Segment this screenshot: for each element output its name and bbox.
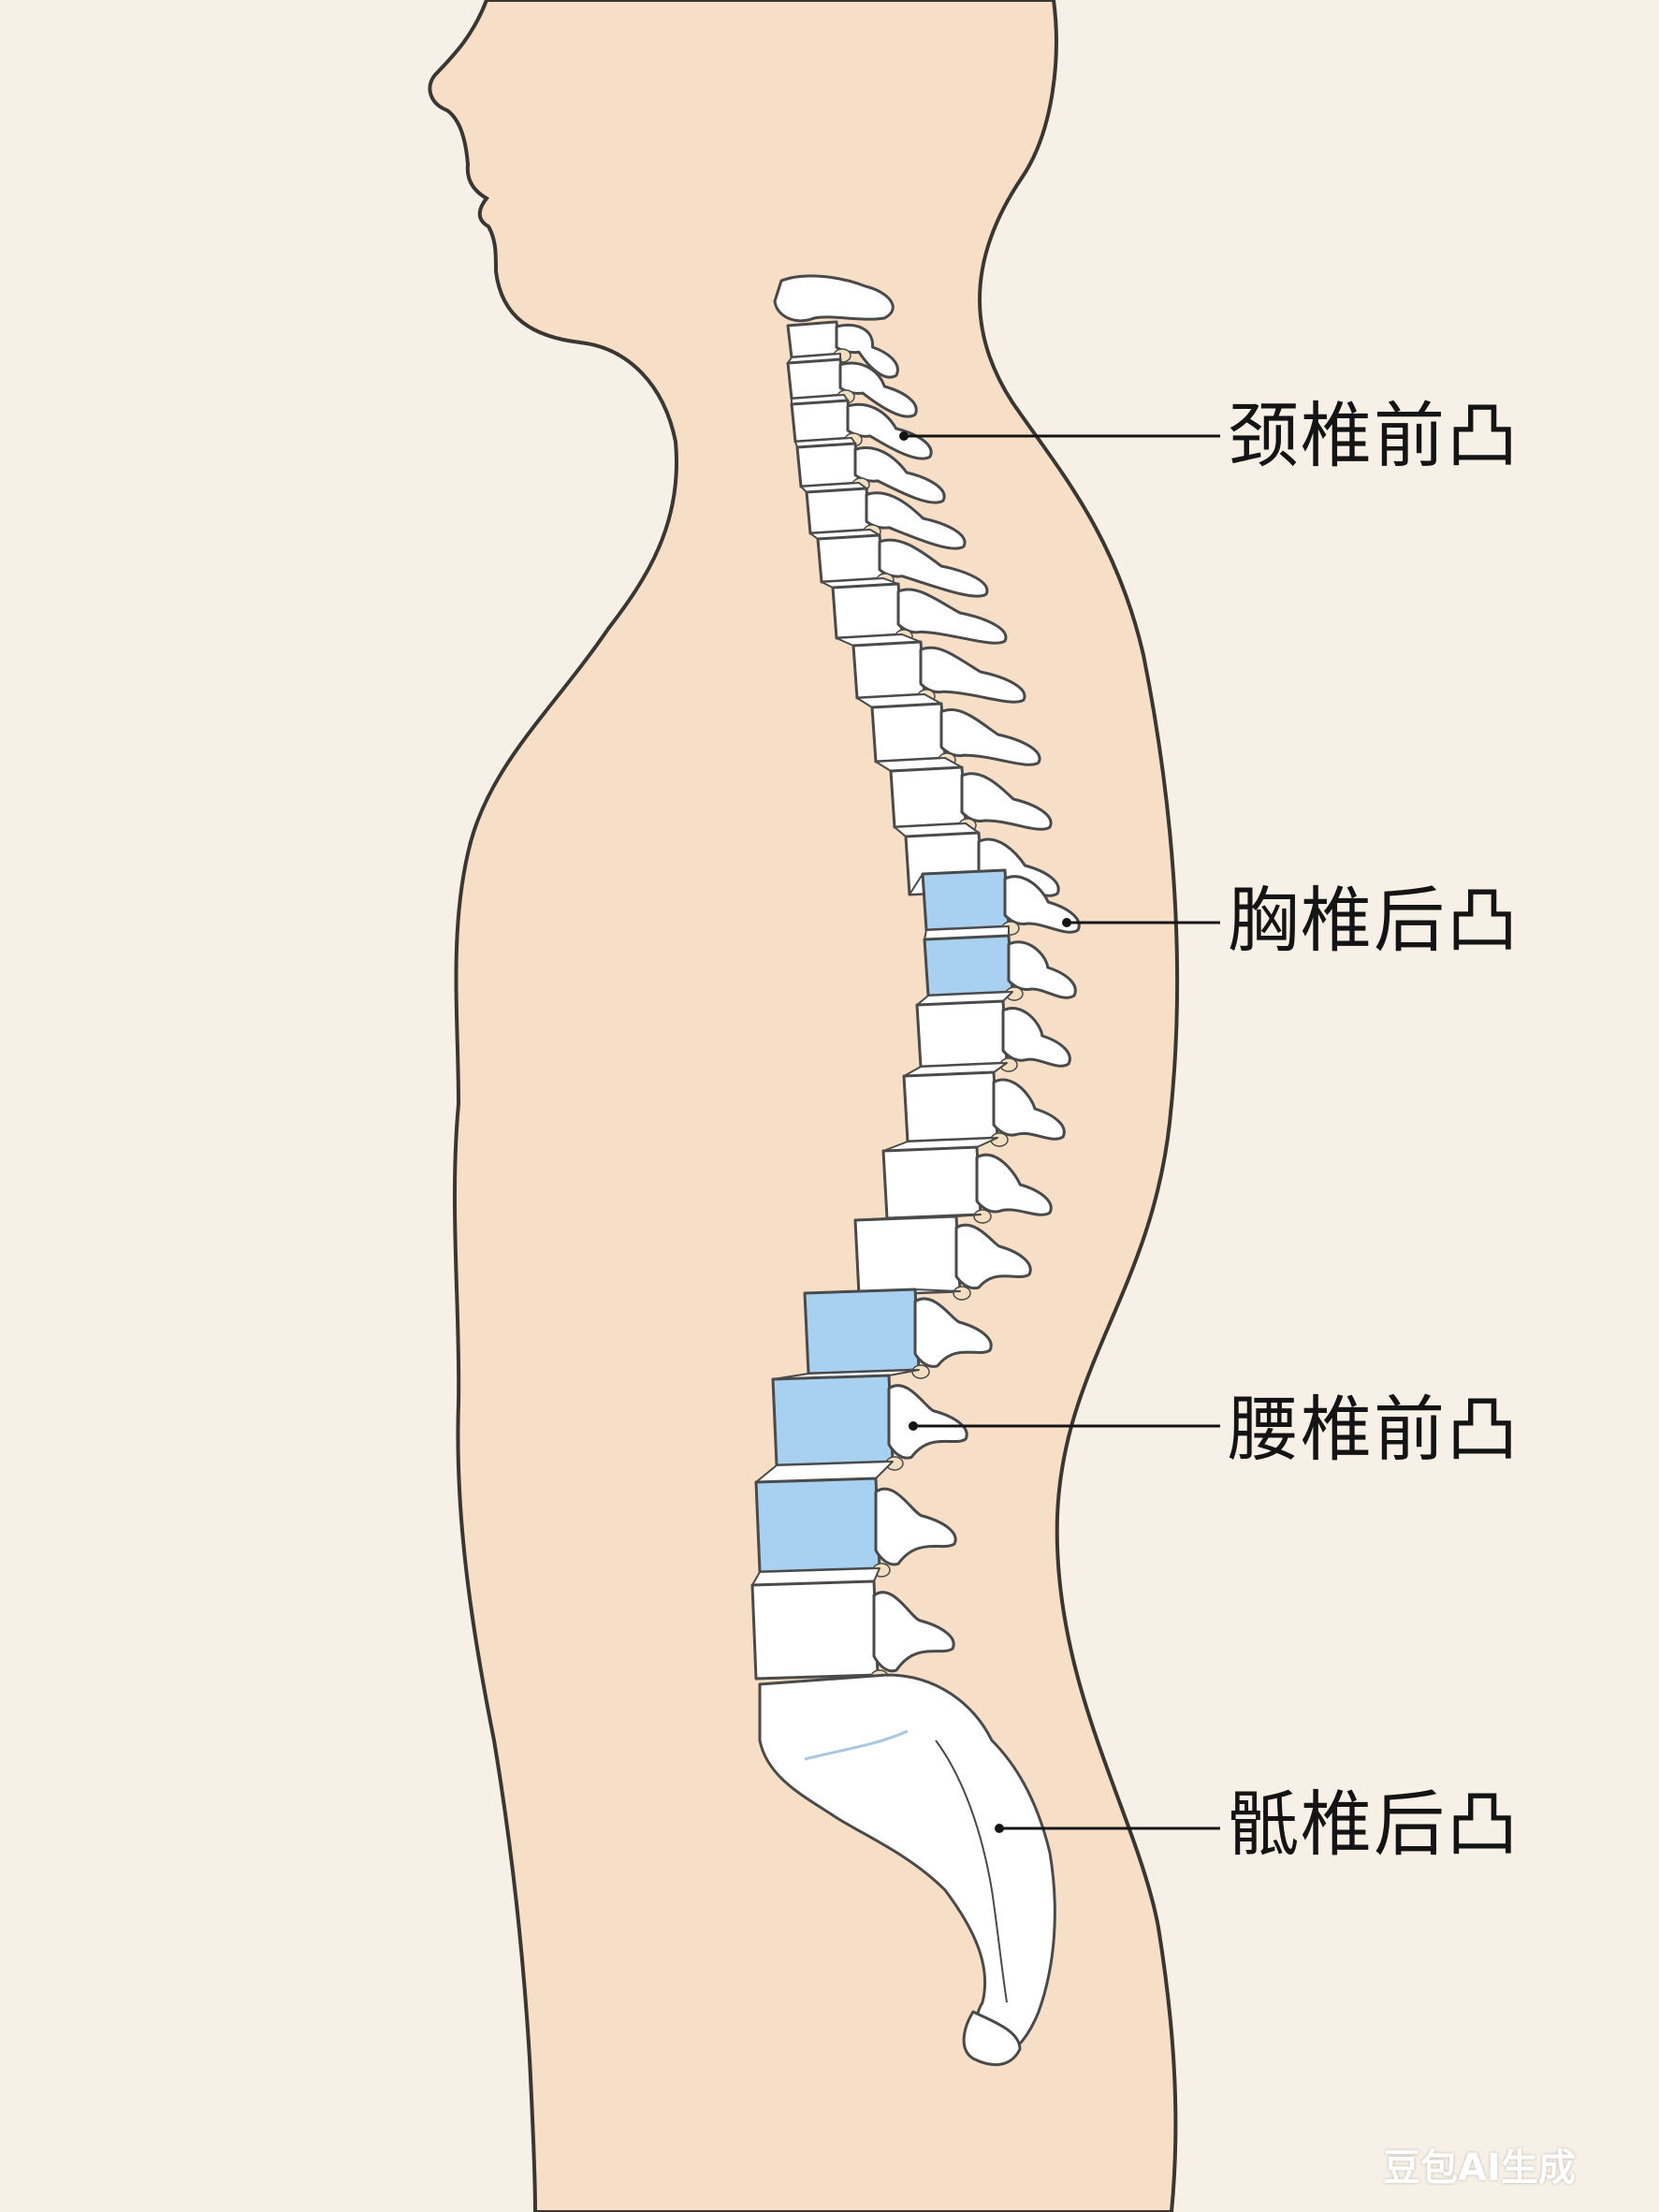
spine [750,274,1081,2067]
vertebral-body [921,868,1011,932]
vertebral-body [853,1215,962,1297]
vertebral-body [750,1579,880,1681]
vertebral-body [805,487,872,535]
label-sacral-kyphosis: 骶椎后凸 [1228,1783,1520,1866]
spinous-process [913,1297,993,1368]
vertebral-body [923,934,1014,997]
label-cervical-lordosis: 颈椎前凸 [1228,394,1520,477]
label-lumbar-lordosis: 腰椎前凸 [1228,1388,1520,1471]
leader-dot-lumbar [909,1421,918,1431]
vertebral-body [786,357,846,400]
watermark: 豆包AI生成 [1383,2147,1576,2190]
vertebral-body [754,1477,881,1574]
vertebral-body [790,399,853,444]
leader-dot-cervical [899,431,909,441]
vertebral-body [851,640,926,700]
atlas-vertebra [773,274,895,323]
leader-dot-thoracic [1062,918,1071,927]
spinous-process [975,1153,1053,1216]
facet-joint [911,1364,930,1379]
spinous-process [887,1384,968,1460]
vertebral-body [795,442,861,488]
vertebral-body [915,999,1009,1069]
vertebral-body [889,765,968,829]
vertebral-body [831,582,904,640]
spinous-process [954,1223,1032,1290]
sacral-promontory [804,1729,909,1761]
spinous-process [992,1078,1066,1141]
vertebral-body [771,1374,895,1467]
vertebral-body [881,1145,982,1220]
body-silhouette [428,0,1180,2212]
spinous-process [872,1591,955,1673]
vertebral-body [816,533,885,584]
spinous-process [874,1487,957,1566]
vertebral-body [786,320,842,359]
vertebral-body [902,1070,999,1143]
label-thoracic-kyphosis: 胸椎后凸 [1228,879,1520,962]
leader-dot-sacral [995,1824,1004,1833]
vertebral-body [870,702,947,764]
coccyx [962,2010,1022,2067]
facet-joint [953,1286,971,1301]
facet-joint [973,1209,992,1224]
vertebral-body [803,1288,921,1375]
sacral-crest [935,1739,1008,2003]
